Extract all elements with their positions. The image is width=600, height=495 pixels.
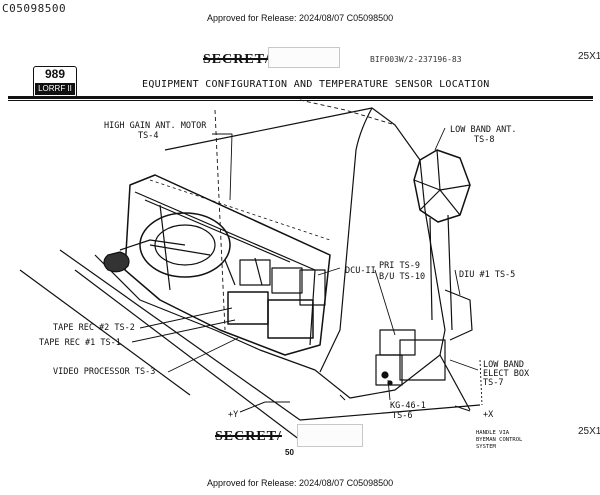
redaction-box-top	[268, 47, 340, 68]
classification-marking-top: SECRET/	[203, 52, 270, 68]
redaction-box-bottom	[297, 424, 363, 447]
label-low-band-box-2: ELECT BOX	[483, 369, 530, 379]
header-rule	[8, 96, 593, 99]
handling-caveat: HANDLE VIA BYEMAN CONTROL SYSTEM	[476, 430, 522, 451]
label-kg46: KG-46-1	[390, 401, 426, 411]
logo-subtitle: LORRF II	[35, 83, 75, 95]
handling-line-2: BYEMAN CONTROL	[476, 437, 523, 443]
label-low-band-ant: LOW BAND ANT.	[450, 125, 517, 135]
label-diu: DIU #1 TS-5	[459, 270, 516, 280]
equipment-rack	[124, 174, 331, 356]
redaction-code-bottom: 25X1	[578, 426, 600, 437]
label-dcu: DCU-II	[345, 266, 376, 276]
box-dcu	[379, 329, 416, 356]
label-high-gain-ts: TS-4	[138, 131, 159, 141]
label-low-band-box-ts: TS-7	[483, 378, 504, 388]
handling-line-3: SYSTEM	[476, 444, 496, 450]
label-plus-x: +X	[483, 410, 494, 420]
document-id: C05098500	[2, 2, 67, 15]
classification-text-bottom: SECRET/	[215, 429, 282, 444]
label-low-band-ant-ts: TS-8	[474, 135, 495, 145]
handling-line-1: HANDLE VIA	[476, 430, 510, 436]
page-title: EQUIPMENT CONFIGURATION AND TEMPERATURE …	[142, 79, 490, 90]
label-video-processor: VIDEO PROCESSOR TS-3	[53, 367, 156, 377]
release-stamp-bottom: Approved for Release: 2024/08/07 C050985…	[207, 478, 394, 488]
box-tape-rec	[227, 291, 269, 325]
low-band-antenna	[413, 149, 471, 223]
page-number: 50	[285, 448, 294, 457]
label-bu: B/U TS-10	[379, 272, 426, 282]
label-tape-rec-1: TAPE REC #1 TS-1	[39, 338, 121, 348]
label-plus-y: +Y	[228, 410, 239, 420]
label-tape-rec-2: TAPE REC #2 TS-2	[53, 323, 135, 333]
classification-text: SECRET/	[203, 52, 270, 67]
release-stamp-top: Approved for Release: 2024/08/07 C050985…	[207, 13, 394, 23]
spacecraft-body	[94, 107, 446, 399]
reference-number: BIF003W/2-237196-83	[370, 55, 462, 64]
label-kg46-ts: TS-6	[392, 411, 413, 421]
label-high-gain-motor: HIGH GAIN ANT. MOTOR	[104, 121, 207, 131]
logo-number: 989	[44, 67, 66, 81]
high-gain-antenna	[139, 212, 231, 278]
classification-marking-bottom: SECRET/	[215, 429, 282, 445]
redaction-code-top: 25X1	[578, 51, 600, 62]
label-pri: PRI TS-9	[379, 261, 420, 271]
label-low-band-box-1: LOW BAND	[483, 360, 524, 370]
